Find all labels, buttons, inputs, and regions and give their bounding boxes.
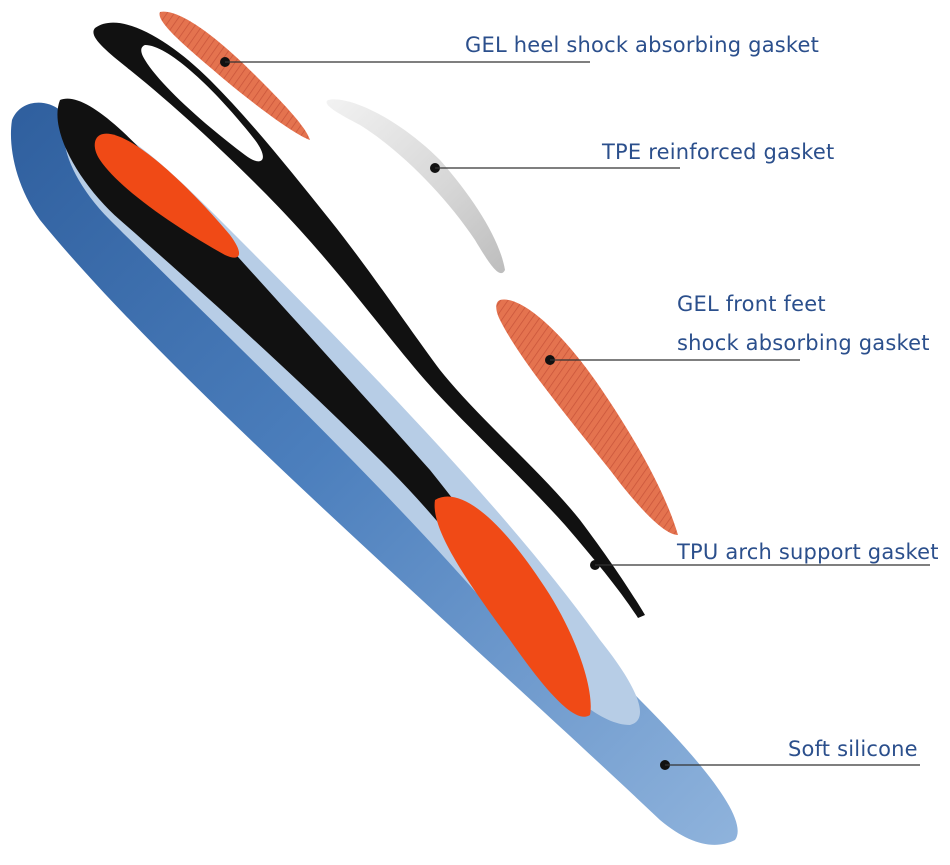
label-tpe: TPE reinforced gasket [602, 140, 835, 164]
leader-gel-heel [220, 57, 590, 67]
top-cover-black [57, 98, 520, 605]
label-gel-front-line1: GEL front feet [677, 292, 826, 316]
gel-forefoot-pad [496, 299, 678, 535]
leader-tpe [430, 163, 680, 173]
insole-heel-patch [94, 133, 240, 258]
label-tpu: TPU arch support gasket [677, 540, 939, 564]
label-silicone: Soft silicone [788, 737, 918, 761]
leader-gel-front [545, 355, 800, 365]
tpu-arch-hole [141, 45, 263, 162]
label-gel-heel: GEL heel shock absorbing gasket [465, 33, 820, 57]
label-gel-front-line2: shock absorbing gasket [677, 331, 930, 355]
leader-tpu [590, 560, 930, 570]
tpu-arch-support [93, 22, 646, 618]
insole-forefoot-patch [434, 496, 591, 717]
leader-silicone [660, 760, 920, 770]
tpe-gasket [326, 99, 505, 274]
gel-heel-pad [159, 11, 310, 140]
